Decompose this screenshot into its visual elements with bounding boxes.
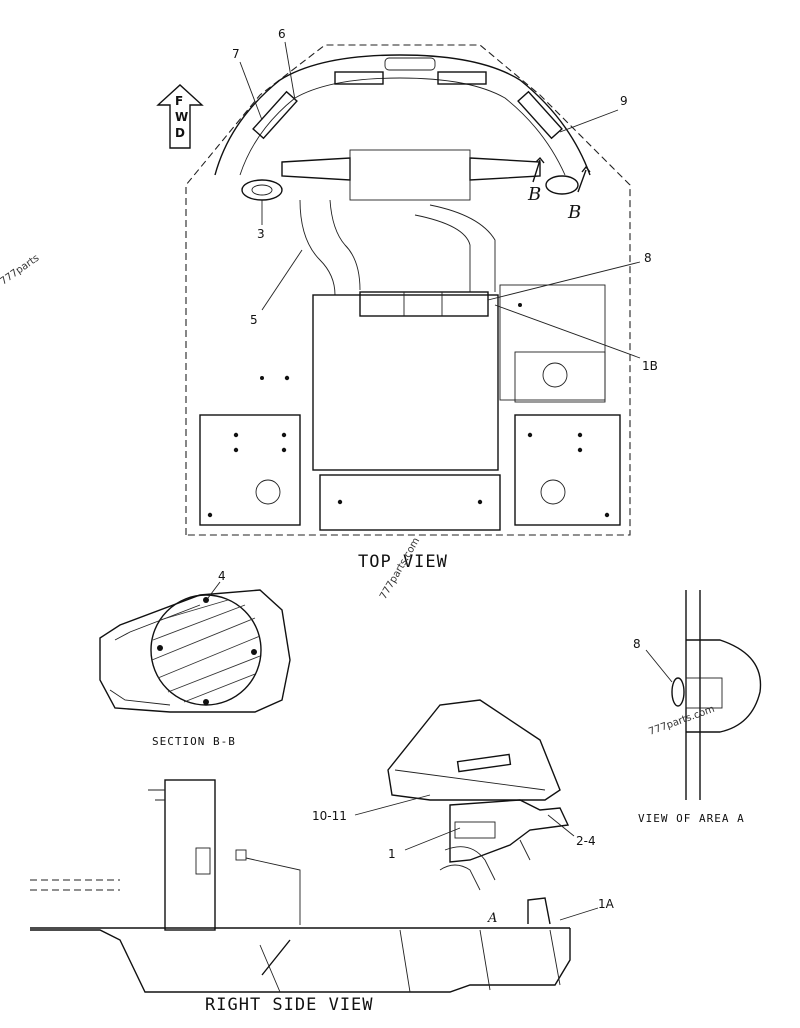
lamp-label — [456, 753, 512, 773]
hose — [299, 199, 496, 296]
handle-arm — [439, 839, 531, 891]
post-latch — [195, 847, 211, 875]
floor-plate-right — [514, 414, 621, 526]
leader-8-area — [645, 649, 673, 683]
step-bar — [261, 939, 291, 976]
floor-plate-left — [199, 414, 301, 526]
top-grip — [384, 57, 436, 71]
callout-4: 4 — [218, 569, 226, 583]
lamp-lens — [671, 677, 685, 707]
vent-left — [252, 90, 298, 140]
section-arrow-1 — [532, 156, 545, 183]
floor-plate-center — [319, 474, 501, 531]
callout-3: 3 — [257, 227, 265, 241]
frame-body — [30, 928, 571, 993]
speaker-right — [545, 175, 579, 195]
floor-hole-left — [255, 479, 281, 505]
post-clip — [235, 849, 247, 861]
section-mark-b1: B — [527, 184, 541, 205]
roof-arch-inner — [239, 77, 566, 176]
fwd-letter-f: F — [175, 94, 183, 108]
fwd-letter-d: D — [175, 126, 185, 140]
console-box — [312, 294, 499, 471]
leader-9 — [559, 109, 619, 133]
fwd-letter-w: W — [175, 110, 188, 124]
leader-2-4 — [547, 814, 575, 837]
speaker-left — [241, 179, 283, 201]
leader-7 — [239, 61, 263, 121]
pillar — [685, 590, 701, 800]
side-box — [499, 284, 606, 401]
callout-6: 6 — [278, 27, 286, 41]
floor-hole-right — [540, 479, 566, 505]
callout-1a: 1A — [598, 897, 615, 911]
callout-8-area: 8 — [633, 637, 641, 651]
speaker-left-inner — [251, 184, 273, 196]
callout-10-11: 10-11 — [312, 809, 347, 823]
front-header — [281, 157, 541, 181]
post-bracket — [148, 789, 165, 801]
rear-post — [164, 779, 216, 931]
leader-10-11 — [354, 794, 431, 816]
leader-1 — [404, 827, 461, 851]
top-view-title: TOP VIEW — [358, 552, 448, 572]
leader-1b — [494, 304, 641, 359]
center-panel — [349, 149, 471, 201]
section-arrow-2 — [577, 165, 591, 193]
section-mark-a: A — [487, 911, 497, 926]
leader-8-top — [487, 261, 641, 301]
top-duct-left — [334, 71, 384, 85]
top-duct-right — [437, 71, 487, 85]
side-fan-box — [514, 351, 606, 403]
cab-outline — [185, 44, 631, 536]
callout-5: 5 — [250, 313, 258, 327]
vent-right — [517, 90, 563, 140]
section-bb: 4 SECTION B-B — [99, 569, 291, 748]
callout-1: 1 — [388, 847, 396, 861]
leader-5 — [261, 249, 303, 311]
roof-arch — [214, 54, 591, 176]
speaker-housing — [99, 589, 291, 713]
section-bb-title: SECTION B-B — [152, 735, 236, 748]
fwd-arrow — [156, 84, 204, 149]
connector — [454, 821, 496, 839]
section-mark-b2: B — [567, 202, 581, 223]
speaker-housing-inner — [109, 604, 201, 706]
rear-latch — [527, 897, 551, 925]
leader-6 — [284, 41, 296, 101]
bolts — [207, 303, 610, 518]
speaker-hatch — [151, 599, 261, 703]
lamp-housing — [686, 639, 762, 733]
leader-4 — [207, 581, 221, 599]
callout-1b: 1B — [642, 359, 658, 373]
frame-edge — [30, 879, 120, 891]
right-side-view: A 10-11 1 2-4 1A RIGHT SIDE VIEW — [30, 699, 615, 1015]
watermark-2: 777parts.com — [647, 704, 716, 738]
watermark-3: 777parts — [0, 253, 41, 288]
lamp-box-face — [394, 769, 546, 791]
callout-9: 9 — [620, 94, 628, 108]
callout-7: 7 — [232, 47, 240, 61]
area-a-view: 8 777parts.com VIEW OF AREA A — [633, 590, 762, 825]
vent-center — [359, 291, 489, 317]
callout-8-top: 8 — [644, 251, 652, 265]
wire-run — [245, 857, 301, 925]
right-side-view-title: RIGHT SIDE VIEW — [205, 995, 374, 1015]
side-fan — [542, 362, 568, 388]
handle-mechanism — [449, 799, 570, 863]
lamp-block — [685, 677, 723, 709]
area-a-title: VIEW OF AREA A — [638, 812, 745, 825]
top-view: B B F W D 6 7 9 3 5 8 1B TOP VIEW 777par… — [0, 27, 658, 602]
speaker-grille — [150, 594, 262, 706]
frame-ribs — [259, 929, 561, 993]
speaker-bolts — [157, 597, 257, 705]
lamp-box — [387, 699, 561, 801]
leader-1a — [559, 907, 599, 921]
callout-2-4: 2-4 — [576, 834, 596, 848]
